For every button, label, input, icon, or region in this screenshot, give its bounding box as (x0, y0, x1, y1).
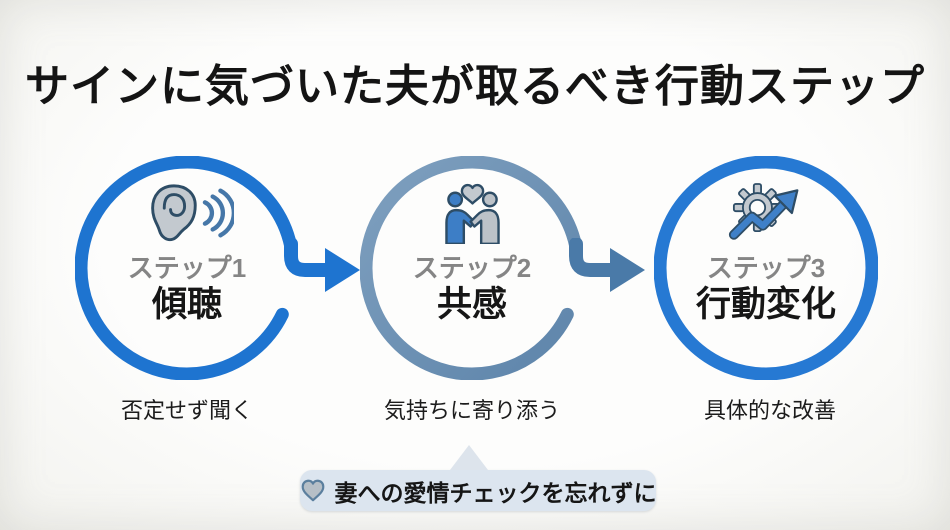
step-3-name: 行動変化 (695, 285, 836, 324)
step-3-caption: 具体的な改善 (703, 398, 836, 423)
empathy-people-icon (432, 182, 513, 244)
arrow-step2-to-step3 (569, 238, 645, 292)
step-1-circle (75, 156, 298, 380)
heart-icon (300, 478, 326, 503)
step-1-node: ステップ1 傾聴 (75, 156, 299, 380)
step-1-content: ステップ1 傾聴 (87, 156, 287, 380)
step-2-label: ステップ2 (412, 253, 532, 283)
step-2-caption: 気持ちに寄り添う (383, 398, 560, 423)
step-3-node: ステップ3 行動変化 (654, 156, 878, 380)
step-2-name: 共感 (436, 285, 507, 324)
step-2-circle (360, 156, 583, 380)
page-title: サインに気づいた夫が取るべき行動ステップ (25, 62, 925, 111)
step-3-label: ステップ3 (706, 253, 826, 283)
footer-callout-text: 妻への愛情チェックを忘れずに (334, 479, 657, 506)
callout-tail-pointer (450, 445, 488, 470)
step-3-content: ステップ3 行動変化 (666, 156, 866, 380)
step-2-content: ステップ2 共感 (372, 156, 572, 380)
step-1-caption: 否定せず聞く (120, 398, 253, 423)
ear-listening-icon (141, 182, 234, 244)
footer-callout-banner: 妻への愛情チェックを忘れずに (300, 445, 657, 511)
step-1-label: ステップ1 (127, 253, 247, 283)
step-1-name: 傾聴 (151, 285, 222, 324)
arrow-step1-to-step2 (284, 238, 360, 292)
step-2-node: ステップ2 共感 (360, 156, 584, 380)
step-3-circle (654, 156, 878, 380)
gear-growth-arrow-icon (723, 182, 810, 244)
